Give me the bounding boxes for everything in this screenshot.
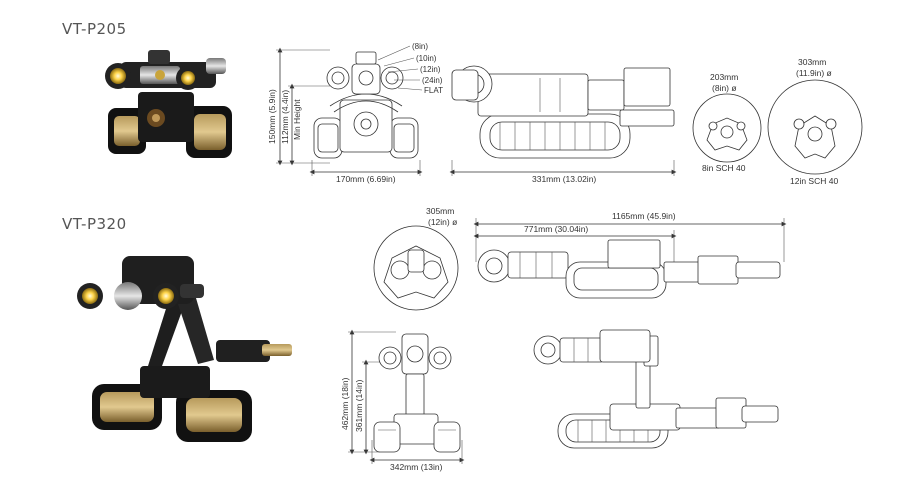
dim-length-p205: 331mm (13.02in): [532, 174, 596, 184]
p320-pipe-dia-in: (12in) ø: [428, 217, 457, 227]
p320-height-min: 361mm (14in): [354, 379, 364, 432]
wheel-setting-flat: FLAT: [424, 86, 443, 95]
p205-side-view: [449, 65, 677, 176]
p320-length-total: 1165mm (45.9in): [612, 211, 676, 221]
pipe-12in-view: [767, 79, 863, 175]
dim-height-total: 150mm (5.9in): [267, 89, 277, 144]
p320-front-view: [348, 329, 465, 464]
p320-side-view-top: [473, 218, 787, 299]
p320-side-view-upright: [533, 329, 779, 449]
pipe-12in-dia: 303mm: [798, 57, 826, 67]
pipe-12in-dia-in: (11.9in) ø: [796, 68, 832, 78]
model-title-p205: VT-P205: [62, 20, 127, 38]
p320-width: 342mm (13in): [390, 462, 443, 472]
wheel-setting-24in: (24in): [422, 76, 443, 85]
wheel-setting-10in: (10in): [416, 54, 437, 63]
p320-pipe-view: [373, 225, 459, 311]
model-title-p320: VT-P320: [62, 215, 127, 233]
dim-width-p205: 170mm (6.69in): [336, 174, 396, 184]
robot-photo-p205: [105, 50, 232, 158]
pipe-8in-dia: 203mm: [710, 72, 738, 82]
wheel-setting-8in: (8in): [412, 42, 428, 51]
p320-height-max: 462mm (18in): [340, 377, 350, 430]
wheel-setting-12in: (12in): [420, 65, 441, 74]
dim-min-height: 112mm (4.4in): [280, 90, 290, 144]
pipe-8in-dia-in: (8in) ø: [712, 83, 737, 93]
p205-front-view: [276, 45, 423, 176]
pipe-8in-label: 8in SCH 40: [702, 163, 746, 173]
pipe-12in-label: 12in SCH 40: [790, 176, 838, 186]
robot-photo-p320: [77, 256, 292, 442]
dim-min-height-label: Min Height: [292, 99, 302, 140]
p320-pipe-dia: 305mm: [426, 206, 454, 216]
pipe-8in-view: [692, 93, 762, 163]
p320-length-partial: 771mm (30.04in): [524, 224, 588, 234]
